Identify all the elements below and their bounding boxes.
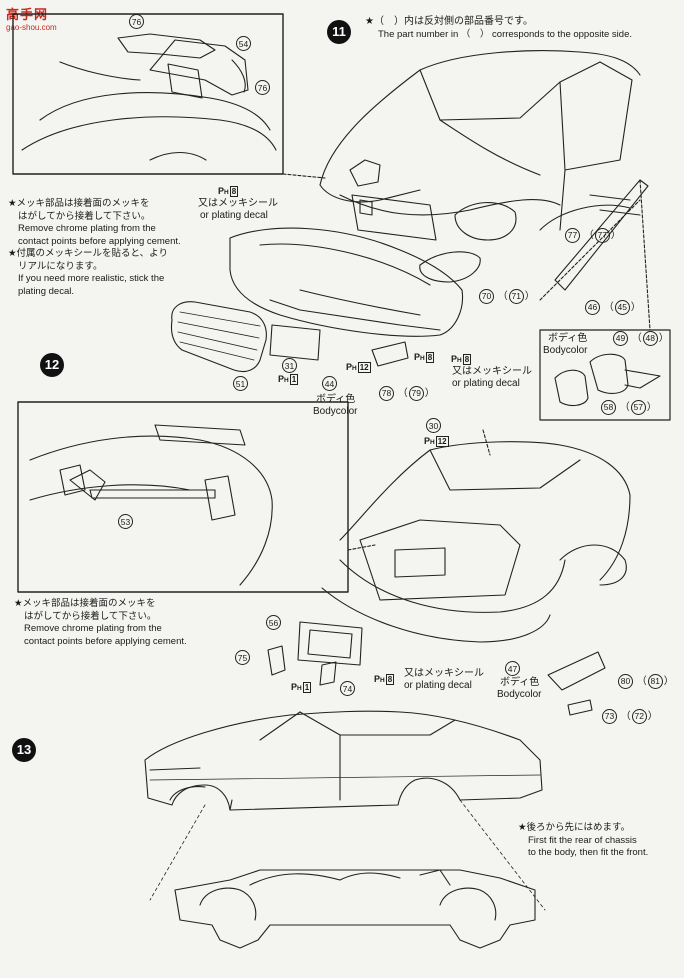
or-plating-en-1: or plating decal: [200, 210, 268, 221]
part-54: 54: [236, 36, 251, 51]
chassis-note: ★後ろから先にはめます。 First fit the rear of chass…: [518, 822, 648, 860]
bodycolor-jp-mirror: ボディ色: [548, 333, 588, 344]
part-80-81-pair: 80 （81）: [617, 674, 674, 689]
part-76-side: 76: [255, 80, 270, 95]
chassis-note-line: First fit the rear of chassis: [528, 834, 637, 846]
part-73-72-pair: 73 （72）: [601, 709, 658, 724]
or-plating-jp-2: 又はメッキシール: [452, 366, 532, 377]
step-12-badge: 12: [40, 353, 64, 377]
part-47: 47: [505, 661, 520, 676]
part-31: 31: [282, 358, 297, 373]
bodycolor-en-rear: Bodycolor: [497, 689, 542, 700]
side-car-body: [144, 710, 543, 811]
chrome-note-front-line: plating decal.: [18, 285, 74, 297]
chrome-note-front-line: Remove chrome plating from the: [18, 223, 156, 234]
chrome-note-front-line: contact points before applying cement.: [18, 235, 181, 247]
part-58-57-pair: 58 （57）: [600, 400, 657, 415]
grille-51-art: [170, 301, 267, 373]
or-plating-en-2: or plating decal: [452, 378, 520, 389]
front-bumper-art: [229, 227, 464, 337]
watermark-site: gao-shou.com: [6, 23, 57, 32]
chrome-note-front-line: はがしてから接着して下さい。: [18, 210, 151, 222]
side-skirt-46-art: [554, 179, 649, 291]
inset-box-front: [12, 13, 284, 175]
mirror-49-art: [589, 353, 629, 394]
headlight-70-art: [419, 251, 481, 283]
chassis-art: [174, 869, 536, 949]
plate-bracket-tab: [359, 199, 373, 216]
inset-front-hood: [21, 33, 277, 161]
inset-box-rear: [17, 401, 349, 593]
chrome-note-rear-line: Remove chrome plating from the: [24, 623, 162, 634]
rear-car-body: [321, 441, 631, 643]
part-44: 44: [322, 376, 337, 391]
part-51: 51: [233, 376, 248, 391]
part-56: 56: [266, 615, 281, 630]
or-plating-jp-1: 又はメッキシール: [198, 198, 278, 209]
chrome-note-rear-line: はがしてから接着して下さい。: [24, 610, 157, 622]
plate-bracket: [351, 194, 437, 241]
part-77-pair: 77 （77）: [564, 228, 621, 243]
bodycolor-jp-front: ボディ色: [316, 394, 356, 405]
chrome-note-front-line: If you need more realistic, stick the: [18, 273, 165, 284]
mirror-detail-box: [539, 329, 671, 421]
inset-rear-trunk: [29, 424, 273, 586]
header-note-en: The part number in （ ） corresponds to th…: [378, 29, 632, 40]
chassis-note-line: ★後ろから先にはめます。: [518, 822, 631, 833]
step-11-badge: 11: [327, 20, 351, 44]
chrome-note-rear-line: ★メッキ部品は接着面のメッキを: [14, 598, 156, 609]
plate-31-art: [269, 324, 321, 361]
or-plating-en-3: or plating decal: [404, 680, 472, 691]
foglight-78-art: [371, 341, 409, 367]
part-49-48-pair: 49 （48）: [612, 331, 669, 346]
leader-line: [282, 173, 326, 179]
front-car-body: [319, 50, 641, 241]
header-note-jp: ★（ ）内は反対側の部品番号です。: [365, 16, 533, 27]
bodycolor-en-mirror: Bodycolor: [543, 345, 588, 356]
chrome-note-rear: ★メッキ部品は接着面のメッキを はがしてから接着して下さい。 Remove ch…: [14, 598, 187, 648]
part-53: 53: [118, 514, 133, 529]
chrome-note-front-line: ★付属のメッキシールを貼ると、より: [8, 248, 168, 259]
chrome-note-rear-line: contact points before applying cement.: [24, 635, 187, 647]
chassis-note-line: to the body, then fit the front.: [528, 847, 649, 858]
part-78-79-pair: 78 （79）: [378, 386, 435, 401]
part-70-71-pair: 70 （71）: [478, 289, 535, 304]
garnish-56-art: [297, 621, 363, 666]
bodycolor-en-front: Bodycolor: [313, 406, 358, 417]
step-13-badge: 13: [12, 738, 36, 762]
part-46-45-pair: 46 （45）: [584, 300, 641, 315]
chrome-note-front: ★メッキ部品は接着面のメッキを はがしてから接着して下さい。 Remove ch…: [8, 198, 181, 298]
chrome-note-front-line: ★メッキ部品は接着面のメッキを: [8, 198, 150, 209]
bodycolor-jp-rear: ボディ色: [500, 677, 540, 688]
chrome-note-front-line: リアルになります。: [18, 260, 103, 272]
mirror-58-art: [554, 369, 589, 407]
rear-panel-80-art: [547, 651, 606, 691]
part-75: 75: [235, 650, 250, 665]
part-76-top: 76: [129, 14, 144, 29]
part-74: 74: [340, 681, 355, 696]
or-plating-jp-3: 又はメッキシール: [404, 668, 484, 679]
part-30: 30: [426, 418, 441, 433]
